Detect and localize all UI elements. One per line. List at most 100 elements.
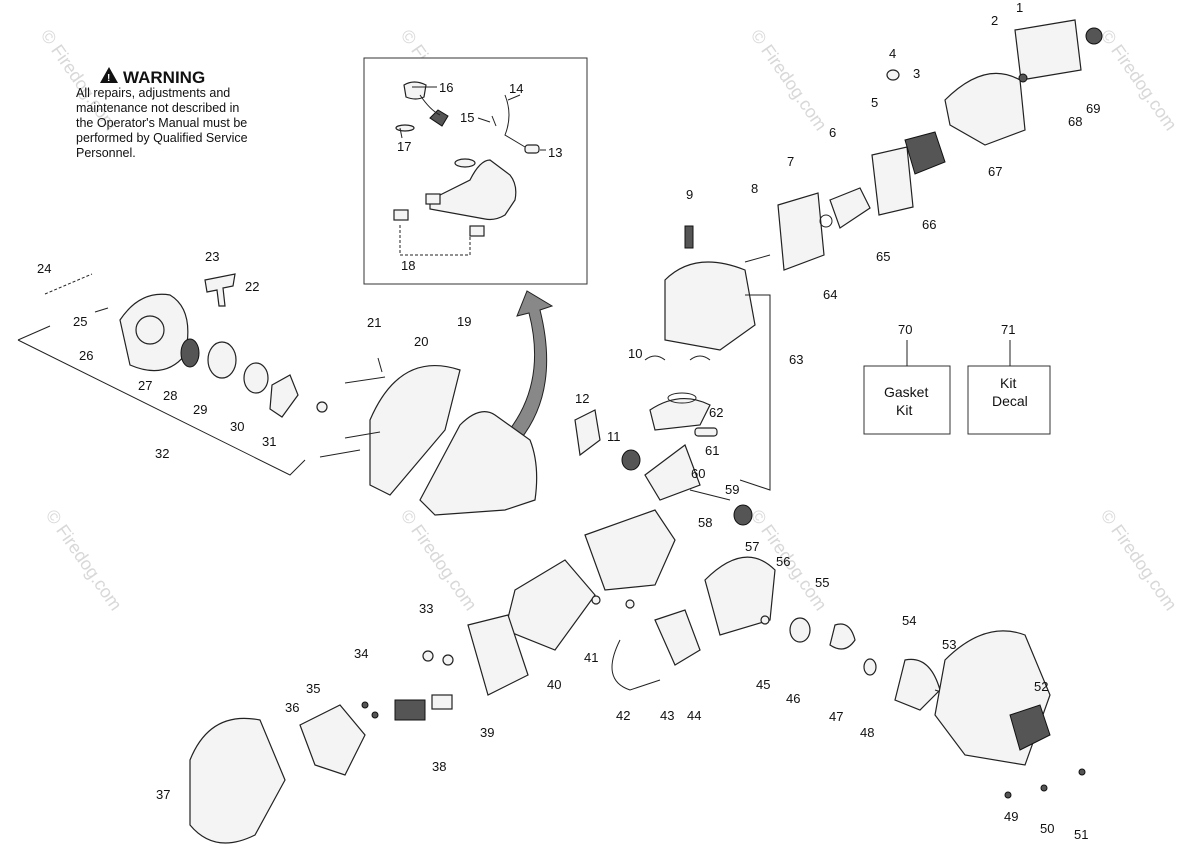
warning-line: the Operator's Manual must be bbox=[76, 116, 247, 130]
part-number-label: 53 bbox=[942, 637, 956, 652]
part-number-label: 13 bbox=[548, 145, 562, 160]
ignition-part-shape bbox=[574, 409, 601, 457]
warning-notice: ! WARNING All repairs, adjustments and m… bbox=[76, 67, 248, 160]
part-number-label: 51 bbox=[1074, 827, 1088, 842]
decal-kit-box: Kit Decal bbox=[967, 340, 1051, 435]
part-number-label: 63 bbox=[789, 352, 803, 367]
watermark: © Firedog.com bbox=[397, 506, 481, 614]
part-number-label: 9 bbox=[686, 187, 693, 202]
cylinder-cover-shape bbox=[189, 717, 286, 844]
part-number-label: 8 bbox=[751, 181, 758, 196]
part-number-label: 4 bbox=[889, 46, 896, 61]
part-number-label: 26 bbox=[79, 348, 93, 363]
part-number-label: 30 bbox=[230, 419, 244, 434]
part-number-label: 66 bbox=[922, 217, 936, 232]
warning-line: All repairs, adjustments and bbox=[76, 86, 230, 100]
kit-box-label: Kit bbox=[1000, 375, 1016, 391]
part-number-label: 15 bbox=[460, 110, 474, 125]
part-number-label: 62 bbox=[709, 405, 723, 420]
part-number-label: 16 bbox=[439, 80, 453, 95]
part-number-label: 34 bbox=[354, 646, 368, 661]
part-number-label: 61 bbox=[705, 443, 719, 458]
ignition-module-shape bbox=[654, 609, 701, 666]
part-number-label: 10 bbox=[628, 346, 642, 361]
gasket-kit-box: Gasket Kit bbox=[863, 340, 951, 435]
piston-shape bbox=[649, 397, 711, 431]
part-number-label: 35 bbox=[306, 681, 320, 696]
part-number-label: 58 bbox=[698, 515, 712, 530]
part-number-label: 11 bbox=[607, 429, 621, 444]
part-number-label: 71 bbox=[1001, 322, 1015, 337]
watermark: © Firedog.com bbox=[1097, 506, 1180, 614]
part-number-label: 43 bbox=[660, 708, 674, 723]
lower-assembly bbox=[189, 556, 1086, 844]
housing-shape bbox=[369, 365, 461, 496]
part-number-label: 52 bbox=[1034, 679, 1048, 694]
part-number-label: 45 bbox=[756, 677, 770, 692]
part-number-label: 23 bbox=[205, 249, 219, 264]
warning-line: Personnel. bbox=[76, 146, 136, 160]
part-number-label: 28 bbox=[163, 388, 177, 403]
clutch-shape bbox=[829, 623, 856, 650]
part-number-label: 6 bbox=[829, 125, 836, 140]
part-number-label: 36 bbox=[285, 700, 299, 715]
part-number-label: 29 bbox=[193, 402, 207, 417]
part-number-label: 17 bbox=[397, 139, 411, 154]
part-number-label: 47 bbox=[829, 709, 843, 724]
part-number-label: 7 bbox=[787, 154, 794, 169]
part-number-label: 31 bbox=[262, 434, 276, 449]
fuel-cap-shape bbox=[403, 81, 427, 100]
part-number-label: 5 bbox=[871, 95, 878, 110]
fuel-tank-shape bbox=[429, 159, 517, 221]
part-number-label: 32 bbox=[155, 446, 169, 461]
part-number-label: 69 bbox=[1086, 101, 1100, 116]
part-number-label: 40 bbox=[547, 677, 561, 692]
callout-labels: 1 2 3 4 5 6 7 8 9 10 11 12 13 14 15 16 1… bbox=[37, 0, 1100, 842]
fuel-tank-inset bbox=[363, 57, 588, 285]
warning-line: maintenance not described in bbox=[76, 101, 239, 115]
part-number-label: 24 bbox=[37, 261, 51, 276]
part-number-label: 68 bbox=[1068, 114, 1082, 129]
watermark: © Firedog.com bbox=[42, 506, 126, 614]
crankcase-shape bbox=[584, 509, 676, 591]
drum-shape bbox=[894, 658, 941, 711]
watermark: © Firedog.com bbox=[747, 26, 831, 134]
part-number-label: 57 bbox=[745, 539, 759, 554]
part-number-label: 20 bbox=[414, 334, 428, 349]
part-number-label: 3 bbox=[913, 66, 920, 81]
part-number-label: 22 bbox=[245, 279, 259, 294]
part-number-label: 18 bbox=[401, 258, 415, 273]
filter-cover-shape bbox=[1014, 19, 1082, 81]
part-number-label: 49 bbox=[1004, 809, 1018, 824]
part-number-label: 1 bbox=[1016, 0, 1023, 15]
muffler-shape bbox=[467, 614, 529, 696]
part-number-label: 65 bbox=[876, 249, 890, 264]
cylinder-shape bbox=[664, 261, 756, 351]
part-number-label: 38 bbox=[432, 759, 446, 774]
carb-cover-shape bbox=[944, 72, 1026, 146]
part-number-label: 12 bbox=[575, 391, 589, 406]
part-number-label: 41 bbox=[584, 650, 598, 665]
kit-box-label: Decal bbox=[992, 393, 1028, 409]
starter-assembly bbox=[17, 273, 328, 476]
part-number-label: 39 bbox=[480, 725, 494, 740]
part-number-label: 25 bbox=[73, 314, 87, 329]
kit-box-label: Kit bbox=[896, 402, 912, 418]
part-number-label: 37 bbox=[156, 787, 170, 802]
curved-arrow-icon bbox=[506, 290, 554, 441]
part-number-label: 56 bbox=[776, 554, 790, 569]
kit-box-label: Gasket bbox=[884, 384, 928, 400]
part-number-label: 27 bbox=[138, 378, 152, 393]
part-number-label: 2 bbox=[991, 13, 998, 28]
part-number-label: 44 bbox=[687, 708, 701, 723]
part-number-label: 54 bbox=[902, 613, 916, 628]
heat-shield-shape bbox=[504, 559, 596, 651]
part-number-label: 50 bbox=[1040, 821, 1054, 836]
warning-line: performed by Qualified Service bbox=[76, 131, 248, 145]
flywheel-shape bbox=[704, 556, 776, 636]
part-number-label: 21 bbox=[367, 315, 381, 330]
part-number-label: 14 bbox=[509, 81, 523, 96]
watermark: © Firedog.com bbox=[1097, 26, 1180, 134]
air-filter-shape bbox=[777, 192, 825, 271]
part-number-label: 70 bbox=[898, 322, 912, 337]
